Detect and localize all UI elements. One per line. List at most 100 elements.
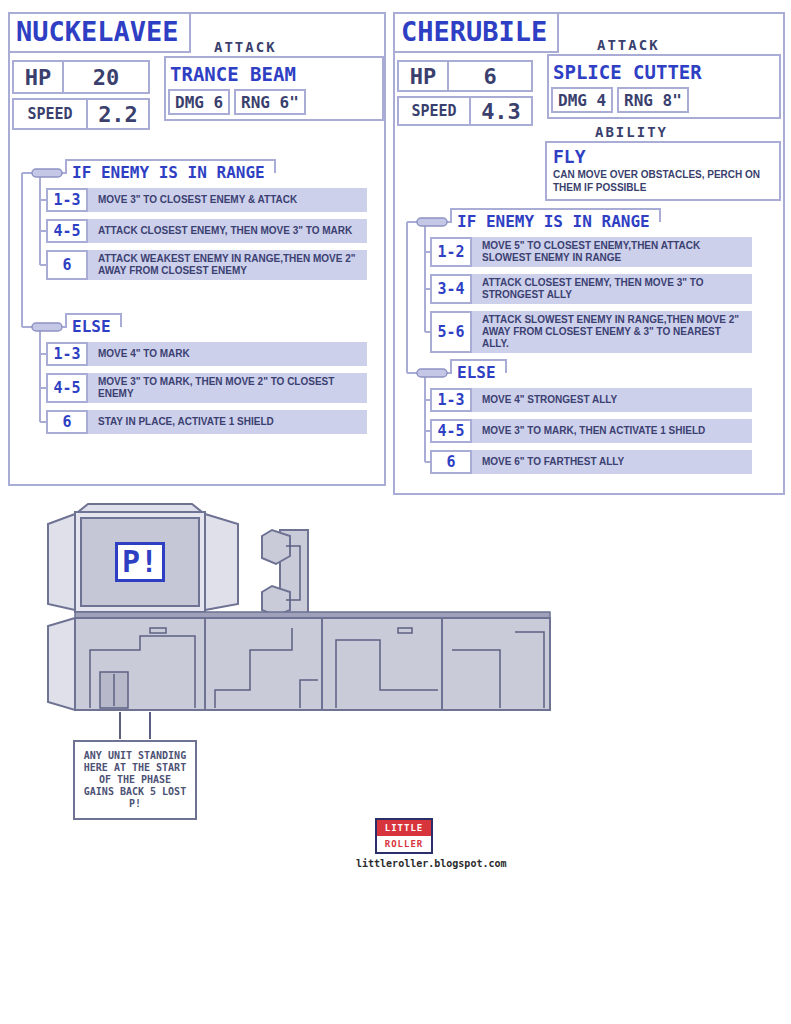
wall-detail	[300, 680, 318, 708]
branch-line	[424, 226, 426, 332]
stat-value: RNG 6"	[241, 93, 299, 112]
die-roll-box: 4-5	[430, 419, 472, 443]
action-text: ATTACK SLOWEST ENEMY IN RANGE,THEN MOVE …	[430, 311, 752, 353]
action-text: MOVE 3" TO MARK, THEN MOVE 2" TO CLOSEST…	[46, 373, 367, 403]
action-text: MOVE 3" TO MARK, THEN ACTIVATE 1 SHIELD	[430, 422, 752, 440]
wall-panel	[442, 618, 550, 710]
ability-description: CAN MOVE OVER OBSTACLES, PERCH ON THEM I…	[547, 168, 779, 199]
stat-label: HP	[399, 62, 449, 90]
die-roll-box: 1-3	[46, 342, 88, 366]
action-text: ATTACK WEAKEST ENEMY IN RANGE,THEN MOVE …	[46, 250, 367, 280]
wall-detail	[336, 640, 438, 708]
attack-name: SPLICE CUTTER	[549, 56, 779, 84]
unit-card: CHERUBILEHP6SPEED4.3ATTACKSPLICE CUTTERD…	[393, 12, 785, 495]
unit-card: NUCKELAVEEHP20SPEED2.2ATTACKTRANCE BEAMD…	[8, 12, 386, 486]
die-range: 1-3	[437, 391, 464, 409]
branch-spine	[406, 222, 408, 373]
action-row: ATTACK SLOWEST ENEMY IN RANGE,THEN MOVE …	[430, 311, 752, 353]
vent	[150, 628, 166, 633]
roof-flap	[205, 514, 238, 610]
action-text: MOVE 6" TO FARTHEST ALLY	[430, 453, 752, 471]
branch-line	[39, 331, 41, 422]
stat-box: SPEED4.3	[397, 96, 533, 126]
action-row: ATTACK CLOSEST ENEMY, THEN MOVE 3" TO MA…	[46, 219, 367, 243]
stat-value: DMG 6	[175, 93, 223, 112]
sign-panel: P!	[80, 517, 200, 607]
die-range: 6	[62, 256, 71, 274]
sign-text: P!	[115, 542, 165, 582]
stat-value: RNG 8"	[624, 91, 682, 110]
leader-line	[119, 712, 121, 739]
section-heading: ABILITY	[591, 123, 672, 141]
die-range: 6	[62, 413, 71, 431]
action-text: MOVE 4" STRONGEST ALLY	[430, 391, 752, 409]
branch-spine	[21, 173, 23, 327]
die-roll-box: 6	[430, 450, 472, 474]
roof-flap	[48, 514, 75, 610]
logo-text: LITTLE	[377, 820, 431, 836]
branch-pill	[417, 218, 447, 226]
wall-detail	[515, 632, 544, 708]
wall-panel	[205, 618, 322, 710]
stat-cell: RNG 8"	[617, 87, 689, 113]
stat-box: SPEED2.2	[12, 98, 150, 130]
action-text: MOVE 5" TO CLOSEST ENEMY,THEN ATTACK SLO…	[430, 237, 752, 267]
section-heading: ATTACK	[593, 36, 664, 54]
stat-value: 20	[64, 62, 148, 92]
wall-detail	[215, 628, 292, 708]
die-roll-box: 6	[46, 410, 88, 434]
stat-cell: RNG 6"	[234, 89, 306, 115]
attack-name: TRANCE BEAM	[166, 58, 382, 86]
die-roll-box: 4-5	[46, 219, 88, 243]
action-row: MOVE 5" TO CLOSEST ENEMY,THEN ATTACK SLO…	[430, 237, 752, 267]
stat-box: HP6	[397, 60, 533, 92]
stat-box: HP20	[12, 60, 150, 94]
action-row: MOVE 3" TO MARK, THEN MOVE 2" TO CLOSEST…	[46, 373, 367, 403]
branch-heading: ELSE	[455, 364, 498, 382]
branch-stub	[22, 326, 32, 328]
die-range: 4-5	[53, 379, 80, 397]
callout-text: ANY UNIT STANDING HERE AT THE START OF T…	[81, 750, 189, 810]
wall-detail	[452, 650, 500, 708]
section-heading: ATTACK	[210, 38, 281, 56]
action-text: ATTACK CLOSEST ENEMY, THEN MOVE 3" TO ST…	[430, 274, 752, 304]
die-range: 4-5	[53, 222, 80, 240]
wall-detail	[90, 636, 195, 708]
ability-panel: ABILITYFLYCAN MOVE OVER OBSTACLES, PERCH…	[545, 141, 781, 201]
stat-value: 4.3	[471, 98, 531, 124]
die-range: 3-4	[437, 280, 464, 298]
stat-cell: DMG 4	[551, 87, 613, 113]
vent	[398, 628, 412, 633]
die-roll-box: 3-4	[430, 274, 472, 304]
branch-stub	[407, 221, 417, 223]
stat-cell: DMG 6	[168, 89, 230, 115]
leader-line	[149, 712, 151, 739]
die-range: 1-3	[53, 345, 80, 363]
stat-value: 6	[449, 62, 531, 90]
action-row: MOVE 4" TO MARK1-3	[46, 342, 367, 366]
logo-badge: LITTLEROLLER	[375, 818, 433, 854]
die-range: 5-6	[437, 323, 464, 341]
wall-panel	[75, 618, 205, 710]
tower-detail	[286, 546, 300, 600]
action-text: STAY IN PLACE, ACTIVATE 1 SHIELD	[46, 413, 367, 431]
website-url: littleroller.blogspot.com	[356, 858, 507, 870]
unit-name: CHERUBILE	[395, 14, 559, 53]
branch-line	[39, 177, 41, 265]
branch-line	[424, 377, 426, 462]
action-row: MOVE 4" STRONGEST ALLY1-3	[430, 388, 752, 412]
roof-flap	[78, 504, 202, 512]
branch-heading: IF ENEMY IS IN RANGE	[455, 213, 652, 231]
die-range: 4-5	[437, 422, 464, 440]
die-roll-box: 6	[46, 250, 88, 280]
branch-stub	[407, 372, 417, 374]
wall-panel	[322, 618, 442, 710]
die-range: 1-3	[53, 191, 80, 209]
ability-name: FLY	[547, 143, 779, 168]
die-roll-box: 5-6	[430, 311, 472, 353]
action-row: STAY IN PLACE, ACTIVATE 1 SHIELD6	[46, 410, 367, 434]
action-row: MOVE 3" TO CLOSEST ENEMY & ATTACK1-3	[46, 188, 367, 212]
door	[100, 672, 128, 708]
logo-text: ROLLER	[377, 836, 431, 852]
